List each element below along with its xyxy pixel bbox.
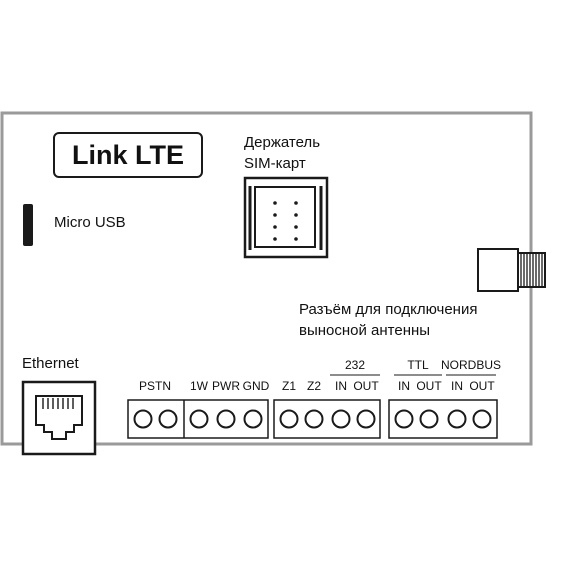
ethernet-port-icon [21,380,97,456]
screw-terminal-icon [133,409,263,429]
terminal-label-232-in: IN [335,379,347,393]
terminal-label-nordbus-out: OUT [469,379,495,393]
terminal-group-ttl: TTL [407,358,429,372]
terminal-label-nordbus-in: IN [451,379,463,393]
terminal-label-ttl-in: IN [398,379,410,393]
device-title: Link LTE [72,140,184,170]
terminal-group-232: 232 [345,358,365,372]
title-box [53,132,203,178]
sim-holder-icon [243,176,329,259]
screw-terminal-icon [394,409,492,429]
terminal-label-z1: Z1 [282,379,296,393]
micro-usb-label: Micro USB [54,214,126,231]
antenna-label-line1: Разъём для подключения [299,301,477,318]
antenna-label-line2: выносной антенны [299,322,430,339]
terminal-group-nordbus: NORDBUS [441,358,501,372]
screw-terminal-icon [279,409,376,429]
ethernet-label: Ethernet [22,355,80,372]
terminal-label-ttl-out: OUT [416,379,442,393]
antenna-connector-icon [477,248,546,292]
terminal-label-pwr: PWR [212,379,240,393]
micro-usb-port-icon [23,204,33,246]
terminal-label-z2: Z2 [307,379,321,393]
sim-holder-label-line1: Держатель [244,134,320,151]
sim-holder-label-line2: SIM-карт [244,155,306,172]
terminal-label-pstn: PSTN [139,379,171,393]
terminal-label-gnd: GND [243,379,270,393]
terminal-label-232-out: OUT [353,379,379,393]
terminal-label-1w: 1W [190,379,209,393]
